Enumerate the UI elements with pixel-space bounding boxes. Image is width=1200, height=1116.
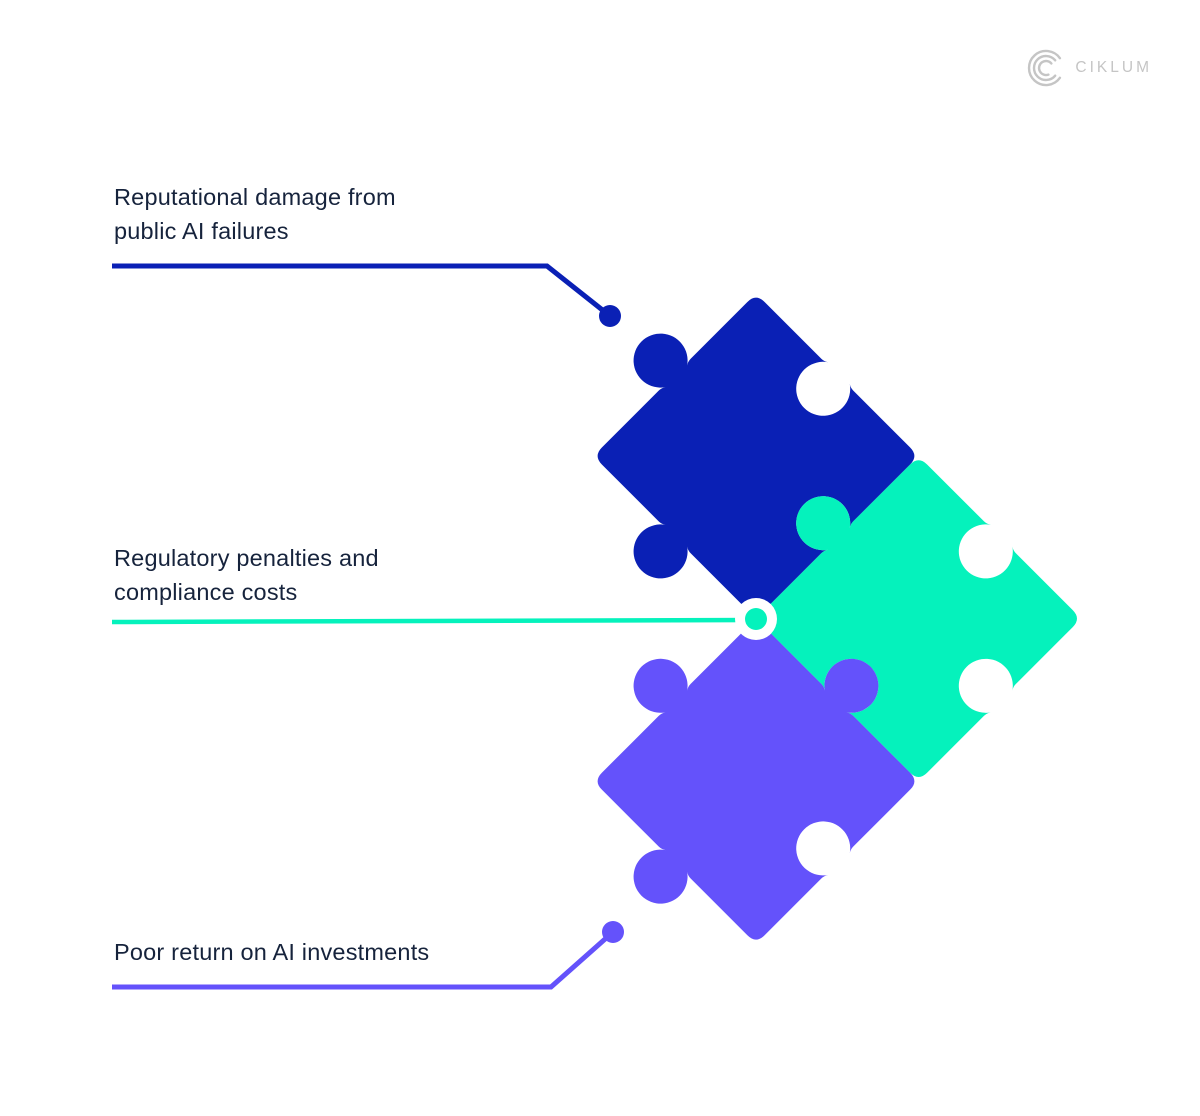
label-regulatory-penalties: Regulatory penalties and compliance cost… — [114, 541, 379, 609]
label-reputational-damage: Reputational damage from public AI failu… — [114, 180, 396, 248]
connector-dot-reputational — [599, 305, 621, 327]
connector-dot-poor-return — [602, 921, 624, 943]
label-poor-return: Poor return on AI investments — [114, 935, 429, 969]
label-line: Reputational damage from — [114, 184, 396, 210]
ciklum-logo: CIKLUM — [1027, 49, 1152, 87]
label-line: public AI failures — [114, 218, 289, 244]
label-line: Poor return on AI investments — [114, 939, 430, 965]
connector-line-reputational — [112, 263, 612, 318]
puzzle-piece-regulatory — [760, 460, 1077, 777]
ciklum-logo-text: CIKLUM — [1075, 59, 1152, 76]
junction-dot — [745, 608, 767, 630]
connector-line-poor-return — [112, 930, 615, 990]
puzzle-piece-poor-return — [597, 622, 915, 940]
puzzle-piece-reputational — [597, 297, 915, 615]
label-line: Regulatory penalties and — [114, 545, 379, 571]
ciklum-logo-icon — [1028, 49, 1062, 87]
connector-line-regulatory — [111, 617, 757, 625]
label-line: compliance costs — [114, 579, 298, 605]
